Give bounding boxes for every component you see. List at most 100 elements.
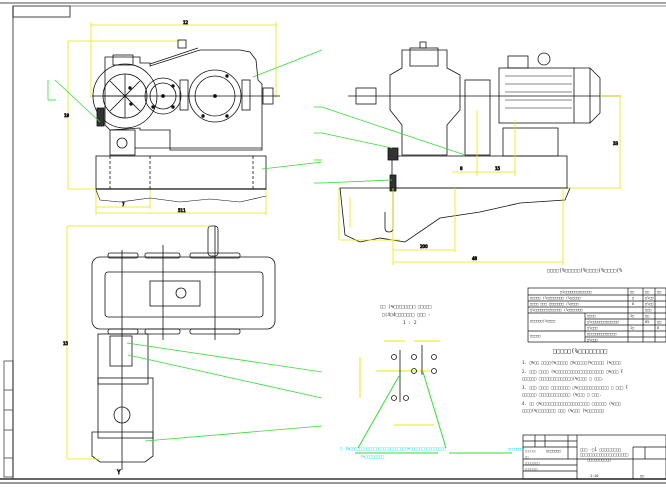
leader-line	[321, 132, 393, 149]
title-row: □□	[525, 455, 529, 459]
base-frame	[95, 155, 267, 190]
detail-leaders	[355, 371, 512, 454]
bolt-hole	[391, 395, 397, 401]
tech-item: □□□□(%□□□□□□□□ □□□ (%□□□ (%□□□□□□□	[522, 408, 604, 413]
spec-cell: □%□□	[645, 302, 654, 306]
coupling-guard	[464, 79, 491, 156]
break-line	[95, 189, 267, 203]
frame-corner-box	[12, 5, 71, 18]
front-balloons	[47, 49, 323, 170]
title-name-line2: □□□□□□□□□□□□□□□□□□□□	[580, 452, 629, 457]
title-row: □□□□□□□□	[525, 461, 540, 465]
dim-bottom-label: 511	[178, 208, 186, 213]
detail-dimensions	[359, 340, 440, 426]
axis-label-y: Y	[117, 469, 121, 476]
tech-requirements: □□□□□(%□□□□□□□□ 1. □%□□ □□□□(%□□□□□ □%□□…	[522, 348, 629, 413]
housing-rib	[179, 79, 189, 111]
leader-line	[127, 354, 323, 399]
spec-cell: □%□□□□□□□□□□□□□	[587, 320, 620, 324]
top-motor-fan-cover	[91, 431, 154, 463]
dim-h-label: 200	[420, 244, 428, 249]
spec-cell: □□□□□ (%□□□□□□□□ (%□□□□□	[530, 296, 581, 300]
bolt-hole	[391, 354, 397, 360]
table-border	[527, 287, 666, 343]
bolt	[225, 74, 229, 78]
spec-table-title: □□□□(%□□□□□(%□□□□(%□□□□(%	[547, 268, 622, 274]
side-gearbox-housing	[389, 49, 461, 156]
title-row: □□□□□□□	[525, 467, 538, 471]
spec-cell: 85	[645, 320, 649, 324]
title-scale: 1:10	[590, 474, 598, 478]
bolt-hole	[411, 368, 417, 374]
dim-left-label: 15	[63, 341, 69, 346]
spec-table: □□□□(%□□□□□(%□□□□(%□□□□(% □%□□□□□□□□□□□□…	[527, 268, 666, 343]
tech-item: 3. □□□ □□□□ □□□□□□□□ □%□□□□□□□□□□□□□ □ □…	[522, 385, 629, 390]
tech-item: □□□□□□ □□□□□□□□□□□□□□(%□□□□ □ □□□.	[522, 376, 604, 381]
tech-item: 2. □□□ □□□□ (%□□□□□□□□□□□□□□□□□□□□ □%□□□…	[522, 369, 624, 374]
spec-cell: □%□□□	[587, 338, 598, 342]
spec-cell: □□□	[645, 308, 652, 312]
top-output-shaft	[207, 225, 219, 257]
bolt-hole	[403, 395, 409, 401]
top-breather	[175, 287, 187, 299]
support-hole	[116, 137, 128, 149]
spec-table-grid	[527, 287, 666, 343]
anchor-bolt	[384, 190, 394, 233]
dim-a-label: 8	[460, 166, 463, 171]
motor-fins	[505, 75, 572, 109]
spec-cell: □□	[657, 320, 662, 324]
spec-cell: □□□□□	[530, 334, 541, 338]
spec-cell: □□□□□□□□□□□□□□	[587, 332, 617, 336]
spec-header: □□	[645, 290, 650, 294]
title-name-line3: □□□□□□□□□□	[587, 457, 612, 462]
bearing-cap-slot	[144, 328, 181, 335]
leader-line	[144, 425, 323, 442]
housing-rib	[241, 79, 251, 111]
dim-top-label: 12	[183, 20, 189, 25]
spec-cell: 1□	[630, 326, 635, 330]
strip-box	[3, 360, 14, 478]
dim-base-label: 7	[122, 202, 125, 207]
bearing-cap-slot	[107, 252, 139, 259]
dim-i-label: 48	[472, 256, 478, 261]
top-coupling	[109, 335, 133, 367]
bolt	[171, 105, 175, 109]
title-block-grid	[522, 434, 666, 480]
bolt	[151, 105, 155, 109]
spec-header: □□	[657, 290, 662, 294]
detail-bolts	[391, 345, 437, 402]
side-inspection-cover	[409, 47, 439, 67]
foundation-hatch	[95, 188, 267, 203]
spec-cell: □□□□	[587, 314, 596, 318]
detail-note-line2: (%□□□□□□□□	[360, 454, 385, 459]
top-coupling-guard	[97, 333, 149, 385]
title-block-border	[522, 434, 666, 480]
spec-cell: □□□□□□(%□□□□	[530, 319, 556, 323]
motor-support	[109, 129, 136, 156]
bolt	[225, 114, 229, 118]
side-leaders	[314, 106, 466, 184]
front-view-dimensions	[67, 22, 277, 215]
bearing-cap-slot	[144, 252, 181, 259]
spec-cell: 1□	[630, 314, 635, 318]
side-dimensions	[338, 95, 622, 265]
side-breather	[419, 41, 427, 49]
bolt	[128, 86, 132, 90]
top-view-dimensions	[66, 225, 210, 460]
tech-item: □□□□□□ □□□□□□□□□□□□□ (%□□□ □ □□□.	[522, 392, 601, 397]
title-cyan-tag: □□□□□□□	[508, 447, 524, 451]
spec-cell: □□	[645, 314, 650, 318]
bolt	[171, 84, 175, 88]
terminal-box	[507, 55, 529, 69]
detail-title-line2: □(4□4□□□□□□□ □□□ -	[382, 312, 431, 318]
lifting-eye	[537, 52, 551, 66]
spec-cell: □	[632, 296, 635, 300]
bolt-hole	[411, 354, 417, 360]
spec-table-text: □%□□□□□□□□□□□□□ □□ □□ □□ □□□□□ (%□□□□□□□…	[530, 290, 662, 342]
inspection-cover	[112, 54, 134, 66]
vent-plate	[149, 47, 199, 65]
bolt-hole	[431, 354, 437, 360]
motor-body	[498, 67, 575, 124]
top-housing-inner	[104, 271, 264, 318]
leader-line	[321, 106, 466, 156]
